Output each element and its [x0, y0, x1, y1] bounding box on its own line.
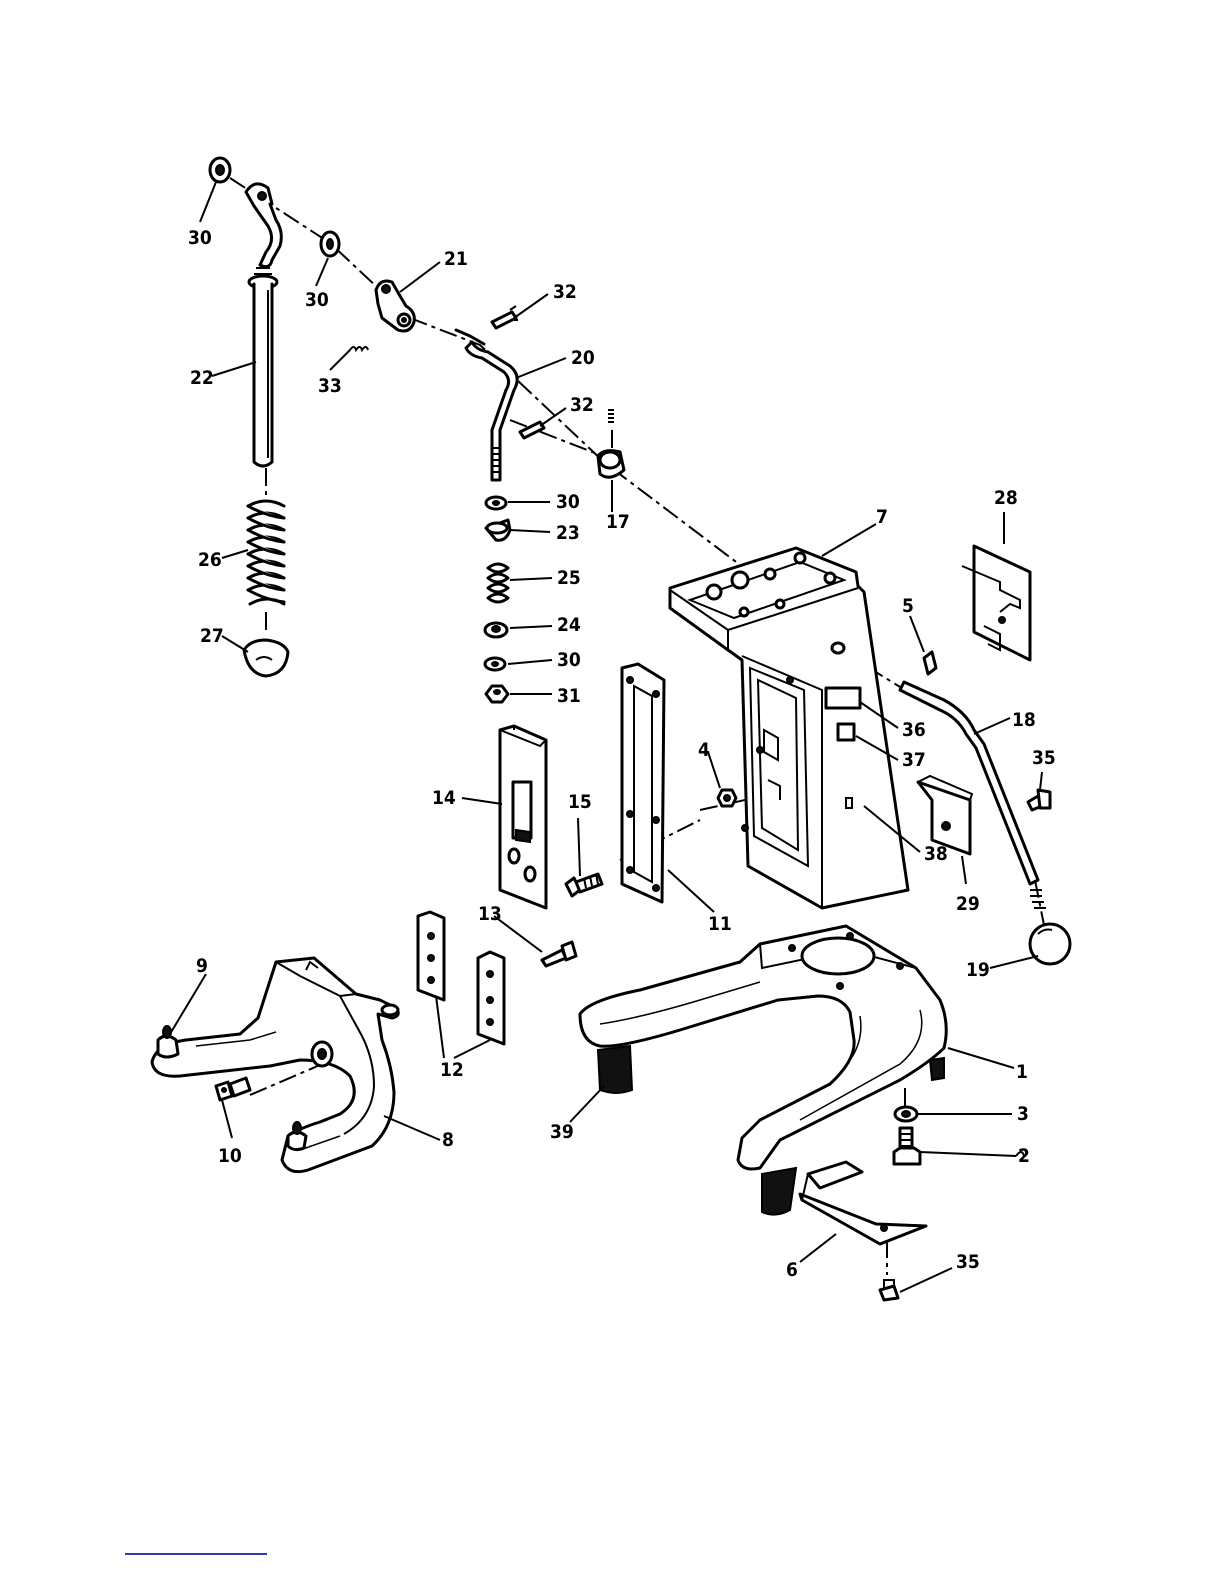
part-14-plate	[500, 726, 546, 908]
callout-21: 21	[444, 248, 468, 270]
callout-11: 11	[708, 913, 732, 935]
callout-32-a: 32	[553, 281, 577, 303]
callout-5: 5	[902, 595, 914, 617]
callout-8: 8	[442, 1129, 454, 1151]
callout-30-c: 30	[556, 491, 580, 513]
callout-3: 3	[1017, 1103, 1029, 1125]
part-23-retainer	[486, 520, 510, 540]
part-22-crank	[246, 184, 281, 274]
callout-39: 39	[550, 1121, 574, 1143]
callout-27: 27	[200, 625, 224, 647]
footer-rule	[125, 1553, 267, 1555]
part-11-gasket	[622, 664, 664, 902]
part-24-bushing	[485, 623, 507, 637]
part-13-screw	[542, 942, 576, 966]
callout-26: 26	[198, 549, 222, 571]
callout-9: 9	[196, 955, 208, 977]
part-12-plate-right	[478, 952, 504, 1044]
callout-17: 17	[606, 511, 630, 533]
part-20-rod	[456, 330, 517, 480]
callout-29: 29	[956, 893, 980, 915]
part-30-washer-2	[321, 232, 339, 256]
callout-22: 22	[190, 367, 214, 389]
part-30-washer-stack-2	[485, 658, 505, 670]
callout-35-a: 35	[1032, 747, 1056, 769]
callout-37: 37	[902, 749, 926, 771]
part-7-column	[670, 548, 908, 908]
callout-28: 28	[994, 487, 1018, 509]
callout-1: 1	[1016, 1061, 1028, 1083]
callout-13: 13	[478, 903, 502, 925]
callout-32-b: 32	[570, 394, 594, 416]
callout-24: 24	[557, 614, 581, 636]
part-1-base	[580, 926, 946, 1215]
callout-38: 38	[924, 843, 948, 865]
callout-6: 6	[786, 1259, 798, 1281]
callout-15: 15	[568, 791, 592, 813]
part-15-screw	[566, 874, 602, 896]
callout-33: 33	[318, 375, 342, 397]
part-25-spring	[488, 564, 508, 602]
part-4-nut	[718, 790, 736, 806]
callout-25: 25	[557, 567, 581, 589]
part-26-spring	[248, 501, 284, 604]
part-10-screw	[216, 1078, 250, 1100]
part-30-washer-stack-1	[486, 497, 506, 509]
callout-30-a: 30	[188, 227, 212, 249]
part-5-key	[924, 652, 936, 674]
callout-30-b: 30	[305, 289, 329, 311]
callout-4: 4	[698, 739, 710, 761]
part-19-knob	[1030, 924, 1070, 964]
callout-35-b: 35	[956, 1251, 980, 1273]
part-33-spring	[350, 347, 368, 350]
callout-30-d: 30	[557, 649, 581, 671]
part-30-washer-top	[210, 158, 230, 182]
part-8-yoke	[152, 958, 398, 1172]
part-6-bracket	[800, 1162, 926, 1244]
callout-20: 20	[571, 347, 595, 369]
callout-7: 7	[876, 506, 888, 528]
callout-23: 23	[556, 522, 580, 544]
callout-19: 19	[966, 959, 990, 981]
callout-18: 18	[1012, 709, 1036, 731]
part-35-screw-upper	[1028, 790, 1050, 810]
callout-36: 36	[902, 719, 926, 741]
callout-31: 31	[557, 685, 581, 707]
part-12-plate-left	[418, 912, 444, 1000]
part-27-cup	[244, 640, 288, 676]
callout-10: 10	[218, 1145, 242, 1167]
part-22-rod	[249, 276, 277, 466]
callout-2: 2	[1018, 1145, 1030, 1167]
part-21-bracket	[376, 281, 414, 331]
part-31-nut	[486, 686, 508, 702]
part-3-washer	[895, 1107, 917, 1121]
part-28-plate	[962, 546, 1030, 660]
callout-12: 12	[440, 1059, 464, 1081]
callout-14: 14	[432, 787, 456, 809]
part-2-bolt	[894, 1128, 920, 1164]
part-35-screw-lower	[880, 1280, 898, 1300]
